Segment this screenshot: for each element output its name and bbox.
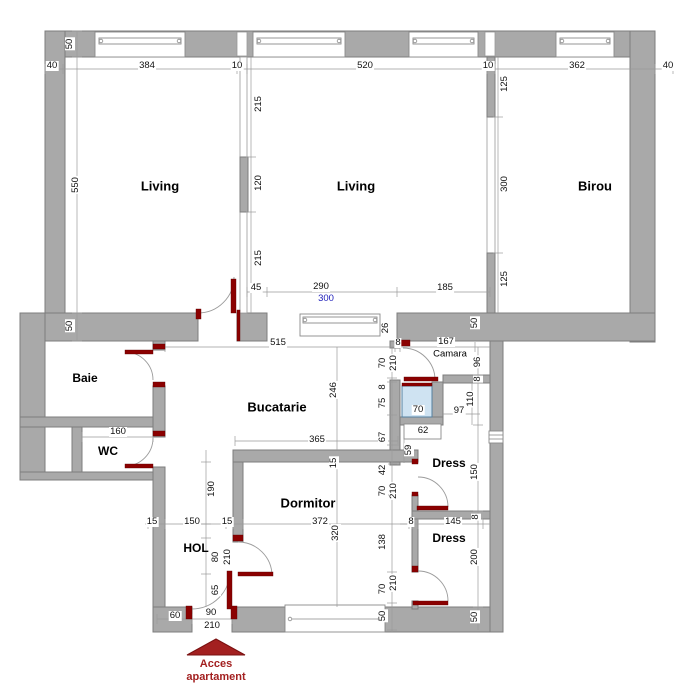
dimension-label: 125 (499, 270, 510, 288)
door-leaves (124, 278, 449, 620)
dimension-label: 125 (499, 75, 510, 93)
access-line1: Acces (199, 658, 233, 670)
dimension-label: 80 (210, 550, 221, 564)
dimension-label: 150 (183, 516, 201, 527)
dimension-label: 15 (220, 516, 234, 527)
dimension-label: 200 (469, 548, 480, 566)
dimension-label: 96 (472, 355, 483, 369)
room-label: Bucatarie (247, 399, 307, 415)
dimension-label: 40 (661, 60, 675, 71)
room-label: Dormitor (280, 495, 336, 511)
dimension-label: 50 (64, 37, 75, 51)
dimension-label: 210 (222, 548, 233, 566)
dimension-label: 70 (377, 582, 388, 596)
dimension-label: 515 (269, 337, 287, 348)
dimension-label: 110 (465, 390, 476, 408)
dimension-label: 42 (377, 463, 388, 477)
dimension-label: 8 (407, 516, 415, 527)
dimension-label: 15 (145, 516, 159, 527)
dimension-label: 190 (206, 480, 217, 498)
dimension-label: 90 (204, 607, 218, 618)
dimension-label: 70 (411, 404, 425, 415)
dimension-label: 185 (436, 282, 454, 293)
dimension-label: 97 (452, 405, 466, 416)
dimension-label: 365 (308, 434, 326, 445)
dimension-label: 60 (168, 610, 182, 621)
dimension-label: 520 (356, 60, 374, 71)
dimension-label: 320 (330, 524, 341, 542)
dimension-label: 8 (470, 513, 481, 521)
partition-stubs (239, 56, 496, 314)
room-label: Living (336, 178, 376, 194)
dimension-label: 150 (469, 463, 480, 481)
dimension-label: 8 (472, 375, 483, 383)
dimension-label: 67 (377, 430, 388, 444)
walls (19, 30, 656, 633)
dimension-label: 65 (210, 583, 221, 597)
access-arrow-icon (186, 638, 246, 656)
room-label: Baie (72, 371, 98, 385)
room-label: WC (98, 444, 118, 458)
dimension-label: 8 (377, 383, 388, 391)
dimension-label: 362 (568, 60, 586, 71)
dimension-label: 75 (377, 396, 388, 410)
dimension-label: 50 (469, 316, 480, 330)
dimension-label: 45 (249, 282, 263, 293)
room-label: Camara (433, 348, 467, 360)
dimension-label: 40 (45, 60, 59, 71)
dimension-label: 384 (138, 60, 156, 71)
access-line2: apartament (186, 671, 246, 683)
dimension-label: 372 (311, 516, 329, 527)
dimension-label: 70 (377, 356, 388, 370)
room-label: Birou (578, 178, 612, 194)
dimension-label: 50 (64, 319, 75, 333)
dimension-label: 120 (253, 174, 264, 192)
dimension-label: 8 (394, 337, 402, 348)
dimension-label: 15 (328, 456, 339, 470)
dimension-label: 300 (499, 175, 510, 193)
room-label: Dress (432, 531, 466, 545)
dimension-label: 215 (253, 249, 264, 267)
dimension-label: 70 (377, 484, 388, 498)
dimension-label: 210 (203, 620, 221, 631)
room-label: Living (140, 178, 180, 194)
dimension-label: 59 (403, 443, 414, 457)
dimension-label: 215 (253, 95, 264, 113)
partition-lines (236, 31, 496, 314)
window-symbols (94, 31, 615, 633)
dimension-label: 210 (388, 574, 399, 592)
dimension-label: 210 (388, 482, 399, 500)
dimension-label: 50 (377, 609, 388, 623)
dimension-label: 145 (444, 516, 462, 527)
dimension-label: 300 (317, 293, 335, 304)
room-label: HOL (183, 541, 209, 555)
room-label: Dress (432, 456, 466, 470)
dimension-label: 10 (481, 60, 495, 71)
dimension-label: 550 (70, 176, 81, 194)
dimension-label: 10 (230, 60, 244, 71)
dimension-label: 138 (377, 533, 388, 551)
dimension-label: 246 (328, 381, 339, 399)
dimension-label: 160 (109, 426, 127, 437)
dimension-label: 210 (388, 354, 399, 372)
access-label: Acces apartament (186, 658, 245, 684)
dimension-label: 50 (469, 610, 480, 624)
dimension-label: 26 (380, 321, 391, 335)
dimension-label: 290 (312, 281, 330, 292)
dimension-label: 167 (437, 336, 455, 347)
dimension-label: 62 (416, 425, 430, 436)
